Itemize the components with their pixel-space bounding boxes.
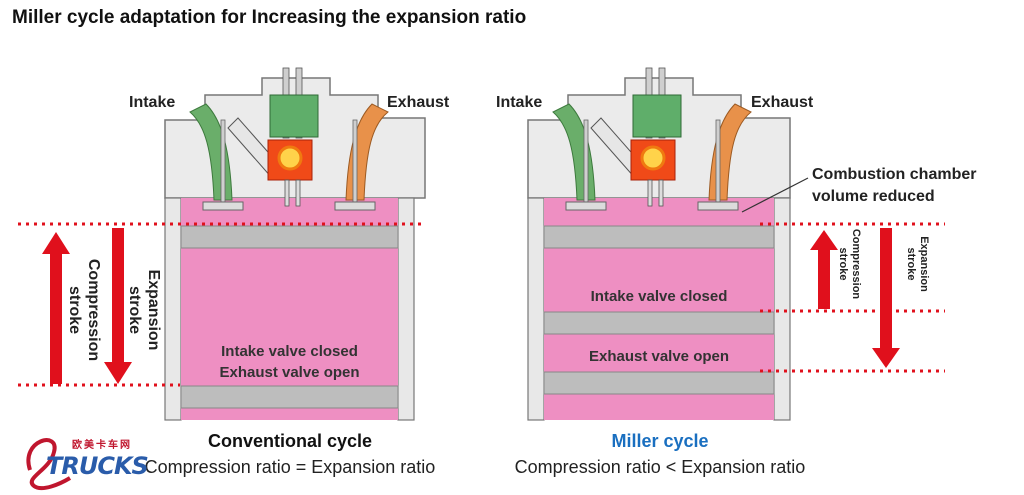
- right-engine: [527, 67, 791, 421]
- right-intake-closed-label: Intake valve closed: [590, 288, 728, 305]
- right-caption-title: Miller cycle: [611, 431, 709, 451]
- logo-swoosh: [26, 438, 72, 491]
- right-cylinder-wall-left: [527, 197, 545, 421]
- right-ring-middle: [543, 311, 775, 335]
- left-valve-state-label: Intake valve closed Exhaust valve open: [219, 343, 360, 381]
- right-flame-core: [640, 145, 666, 171]
- left-exhaust-valve-head: [334, 201, 376, 211]
- left-expansion-arrow: [104, 228, 132, 384]
- left-plug-tip-1: [284, 179, 290, 207]
- left-plug-tip-2: [295, 179, 301, 207]
- left-exhaust-label: Exhaust: [387, 94, 450, 111]
- logo-trucks-text: TRUCKS: [46, 452, 149, 480]
- right-exhaust-open-label: Exhaust valve open: [588, 348, 730, 365]
- left-plug-body: [269, 94, 319, 138]
- right-intake-valve-stem: [583, 119, 589, 203]
- right-expansion-arrow: [872, 228, 900, 368]
- right-compression-label: Compression stroke: [837, 228, 862, 300]
- left-intake-label: Intake: [129, 94, 176, 111]
- chamber-callout-line: [741, 177, 809, 213]
- left-compression-arrow: [42, 232, 70, 384]
- right-plug-body: [632, 94, 682, 138]
- right-plug-tip-2: [658, 179, 664, 207]
- left-ring-bottom: [180, 385, 399, 409]
- right-exhaust-valve-head: [697, 201, 739, 211]
- left-flame-core: [277, 145, 303, 171]
- page-title: Miller cycle adaptation for Increasing t…: [12, 7, 527, 28]
- right-compression-arrow: [810, 230, 838, 309]
- left-engine: [164, 67, 426, 421]
- left-cylinder-wall-left: [164, 197, 182, 421]
- trucks-logo: 欧美卡车网 TRUCKS: [16, 436, 156, 492]
- right-exhaust-valve-stem: [715, 119, 721, 203]
- right-intake-valve-head: [565, 201, 607, 211]
- right-intake-label: Intake: [496, 94, 543, 111]
- logo-chinese-text: 欧美卡车网: [72, 440, 132, 451]
- right-ring-top: [543, 225, 775, 249]
- left-cylinder-wall-right: [397, 197, 415, 421]
- left-expansion-label: Expansion stroke: [126, 269, 162, 351]
- left-intake-valve-head: [202, 201, 244, 211]
- left-ring-top: [180, 225, 399, 249]
- right-caption-subtitle: Compression ratio < Expansion ratio: [514, 457, 806, 477]
- right-ring-bottom: [543, 371, 775, 395]
- left-exhaust-valve-stem: [352, 119, 358, 203]
- left-intake-valve-stem: [220, 119, 226, 203]
- right-expansion-label: Expansion stroke: [905, 236, 930, 292]
- right-cylinder-wall-right: [773, 197, 791, 421]
- left-compression-label: Compression stroke: [66, 258, 102, 362]
- right-exhaust-label: Exhaust: [751, 94, 814, 111]
- right-plug-tip-1: [647, 179, 653, 207]
- combustion-chamber-label: Combustion chamber volume reduced: [812, 166, 977, 205]
- left-caption-title: Conventional cycle: [207, 431, 373, 451]
- left-caption-subtitle: Compression ratio = Expansion ratio: [144, 457, 436, 477]
